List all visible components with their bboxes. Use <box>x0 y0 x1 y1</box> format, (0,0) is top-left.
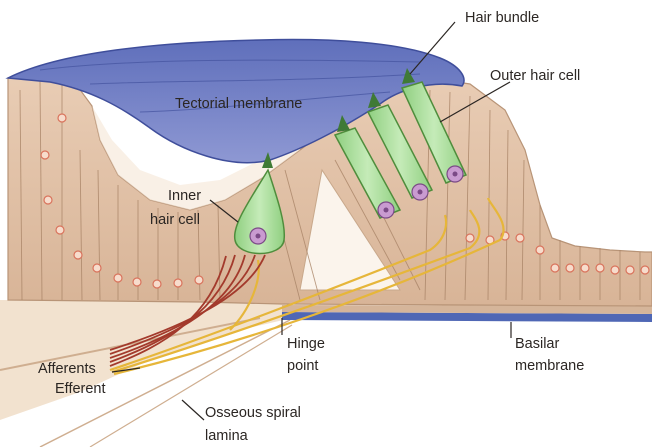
label-basilar-membrane-line1: Basilar <box>515 336 559 352</box>
label-afferents: Afferents <box>38 361 96 377</box>
label-efferent: Efferent <box>55 381 106 397</box>
label-hinge-point-line2: point <box>287 358 318 374</box>
label-osseous-spiral-lamina-line2: lamina <box>205 428 249 444</box>
label-inner-hair-cell-line1: Inner <box>168 188 201 204</box>
label-hair-bundle: Hair bundle <box>465 10 539 26</box>
label-tectorial-membrane: Tectorial membrane <box>175 96 302 112</box>
label-basilar-membrane-line2: membrane <box>515 358 584 374</box>
label-osseous-spiral-lamina-line1: Osseous spiral <box>205 405 301 421</box>
label-outer-hair-cell: Outer hair cell <box>490 68 580 84</box>
label-hinge-point-line1: Hinge <box>287 336 325 352</box>
label-inner-hair-cell-line2: hair cell <box>150 212 200 228</box>
